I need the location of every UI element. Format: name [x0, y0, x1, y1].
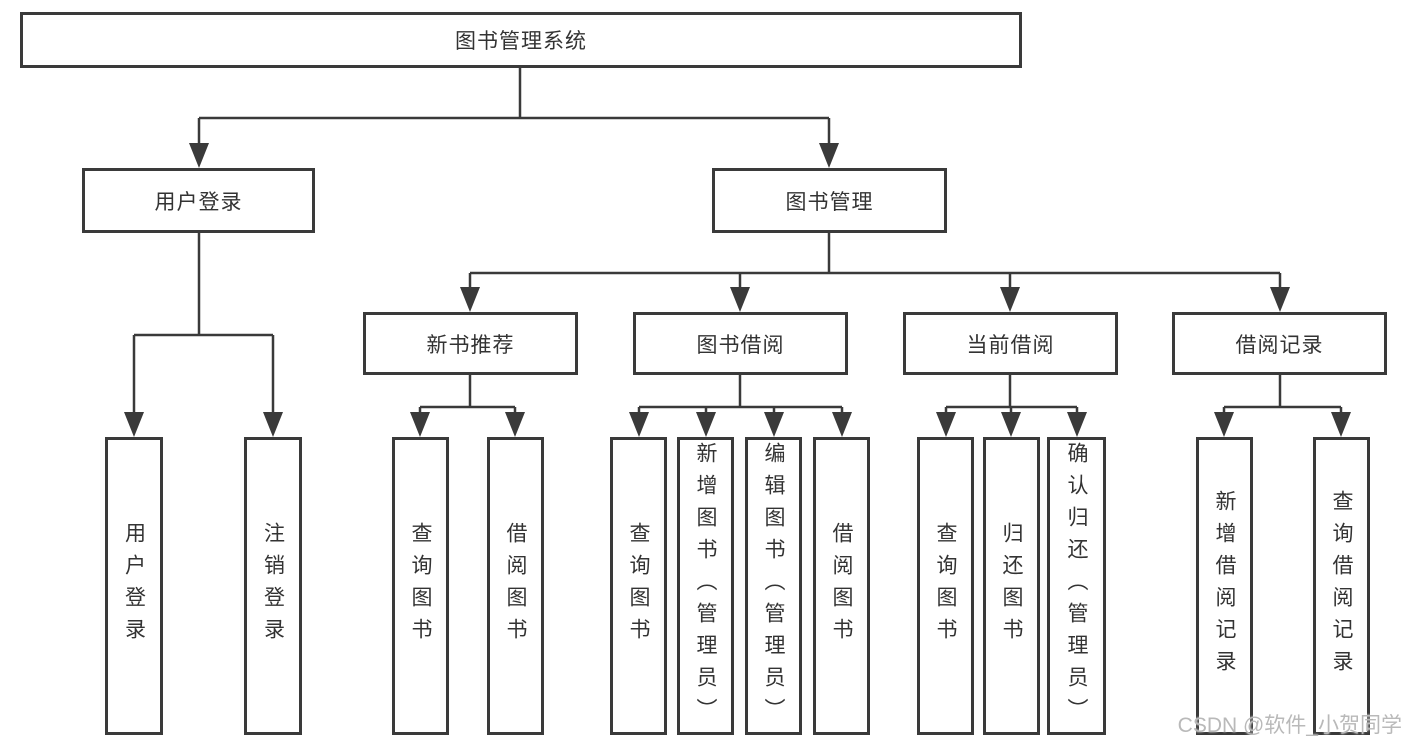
- node-book-management: 图书管理: [712, 168, 947, 233]
- leaf-nbr-query-books: 查询图书: [392, 437, 449, 735]
- node-user-login: 用户登录: [82, 168, 315, 233]
- node-new-book-recommend: 新书推荐: [363, 312, 578, 375]
- leaf-cb-return-books: 归还图书: [983, 437, 1040, 735]
- node-library-management-system: 图书管理系统: [20, 12, 1022, 68]
- leaf-br-query-record: 查询借阅记录: [1313, 437, 1370, 735]
- leaf-nbr-borrow-books: 借阅图书: [487, 437, 544, 735]
- node-borrowing-records: 借阅记录: [1172, 312, 1387, 375]
- leaf-user-login: 用户登录: [105, 437, 163, 735]
- leaf-cb-confirm-return-admin: 确认归还（管理员）: [1047, 437, 1106, 735]
- arrowheads: [124, 143, 1351, 437]
- leaf-bb-edit-books-admin: 编辑图书（管理员）: [745, 437, 802, 735]
- node-book-borrowing: 图书借阅: [633, 312, 848, 375]
- node-current-borrowing: 当前借阅: [903, 312, 1118, 375]
- leaf-bb-query-books: 查询图书: [610, 437, 667, 735]
- leaf-bb-borrow-books: 借阅图书: [813, 437, 870, 735]
- csdn-watermark: CSDN @软件_小贺同学: [1177, 714, 1402, 737]
- leaf-logout: 注销登录: [244, 437, 302, 735]
- leaf-br-add-record: 新增借阅记录: [1196, 437, 1253, 735]
- leaf-bb-add-books-admin: 新增图书（管理员）: [677, 437, 734, 735]
- leaf-cb-query-books: 查询图书: [917, 437, 974, 735]
